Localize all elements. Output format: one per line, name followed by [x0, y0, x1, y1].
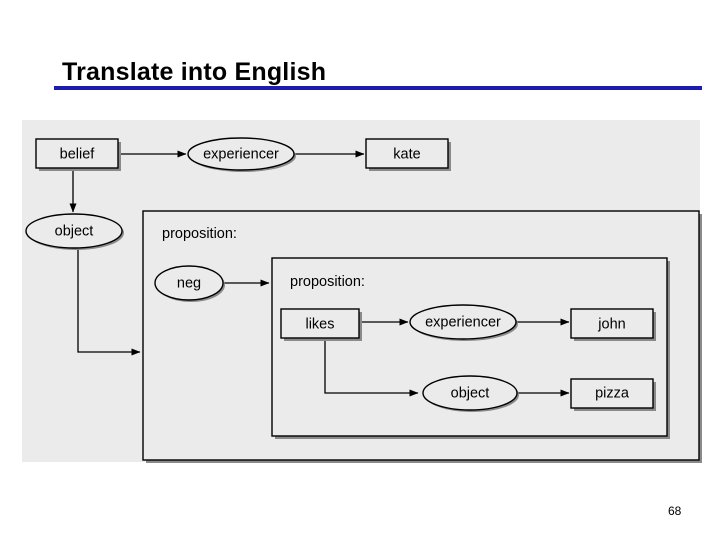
node-object-inner: object: [422, 375, 519, 412]
node-kate-box: [365, 138, 449, 169]
node-object-top: object: [25, 213, 124, 250]
node-object-inner-label: object: [451, 385, 490, 401]
node-neg-ellipse: [154, 265, 224, 301]
node-pizza: pizza: [570, 378, 656, 411]
node-experiencer-inner-label: experiencer: [425, 314, 501, 330]
node-neg-label: neg: [177, 275, 201, 291]
node-belief: belief: [35, 138, 121, 171]
node-belief-box: [35, 138, 119, 169]
node-kate: kate: [365, 138, 451, 171]
page-title: Translate into English: [62, 57, 327, 86]
node-experiencer-inner: experiencer: [409, 304, 518, 341]
edge-object-to-outer-proposition: [77, 248, 141, 356]
node-object-top-label: object: [55, 223, 94, 239]
node-pizza-box: [570, 378, 654, 409]
node-likes: likes: [280, 308, 362, 341]
node-belief-label: belief: [60, 146, 96, 162]
node-pizza-label: pizza: [595, 385, 630, 401]
edge-likes-to-object: [324, 338, 419, 397]
frame-outer-label: proposition:: [162, 226, 237, 242]
node-likes-box: [280, 308, 360, 339]
node-john: john: [570, 308, 656, 341]
slide-page-number: 68: [668, 504, 682, 518]
node-object-inner-ellipse: [422, 375, 518, 411]
frame-inner-label: proposition:: [290, 274, 365, 290]
node-experiencer-top-label: experiencer: [203, 146, 279, 162]
node-object-top-ellipse: [25, 213, 123, 249]
node-neg: neg: [154, 265, 225, 302]
node-likes-label: likes: [305, 316, 334, 332]
node-john-box: [570, 308, 654, 339]
node-john-label: john: [597, 316, 625, 332]
node-experiencer-top: experiencer: [187, 137, 296, 172]
diagram-edges: [69, 150, 570, 397]
node-experiencer-inner-ellipse: [409, 304, 517, 340]
node-kate-label: kate: [393, 146, 420, 162]
title-underline-rule: [54, 86, 702, 90]
node-experiencer-top-ellipse: [187, 137, 295, 171]
